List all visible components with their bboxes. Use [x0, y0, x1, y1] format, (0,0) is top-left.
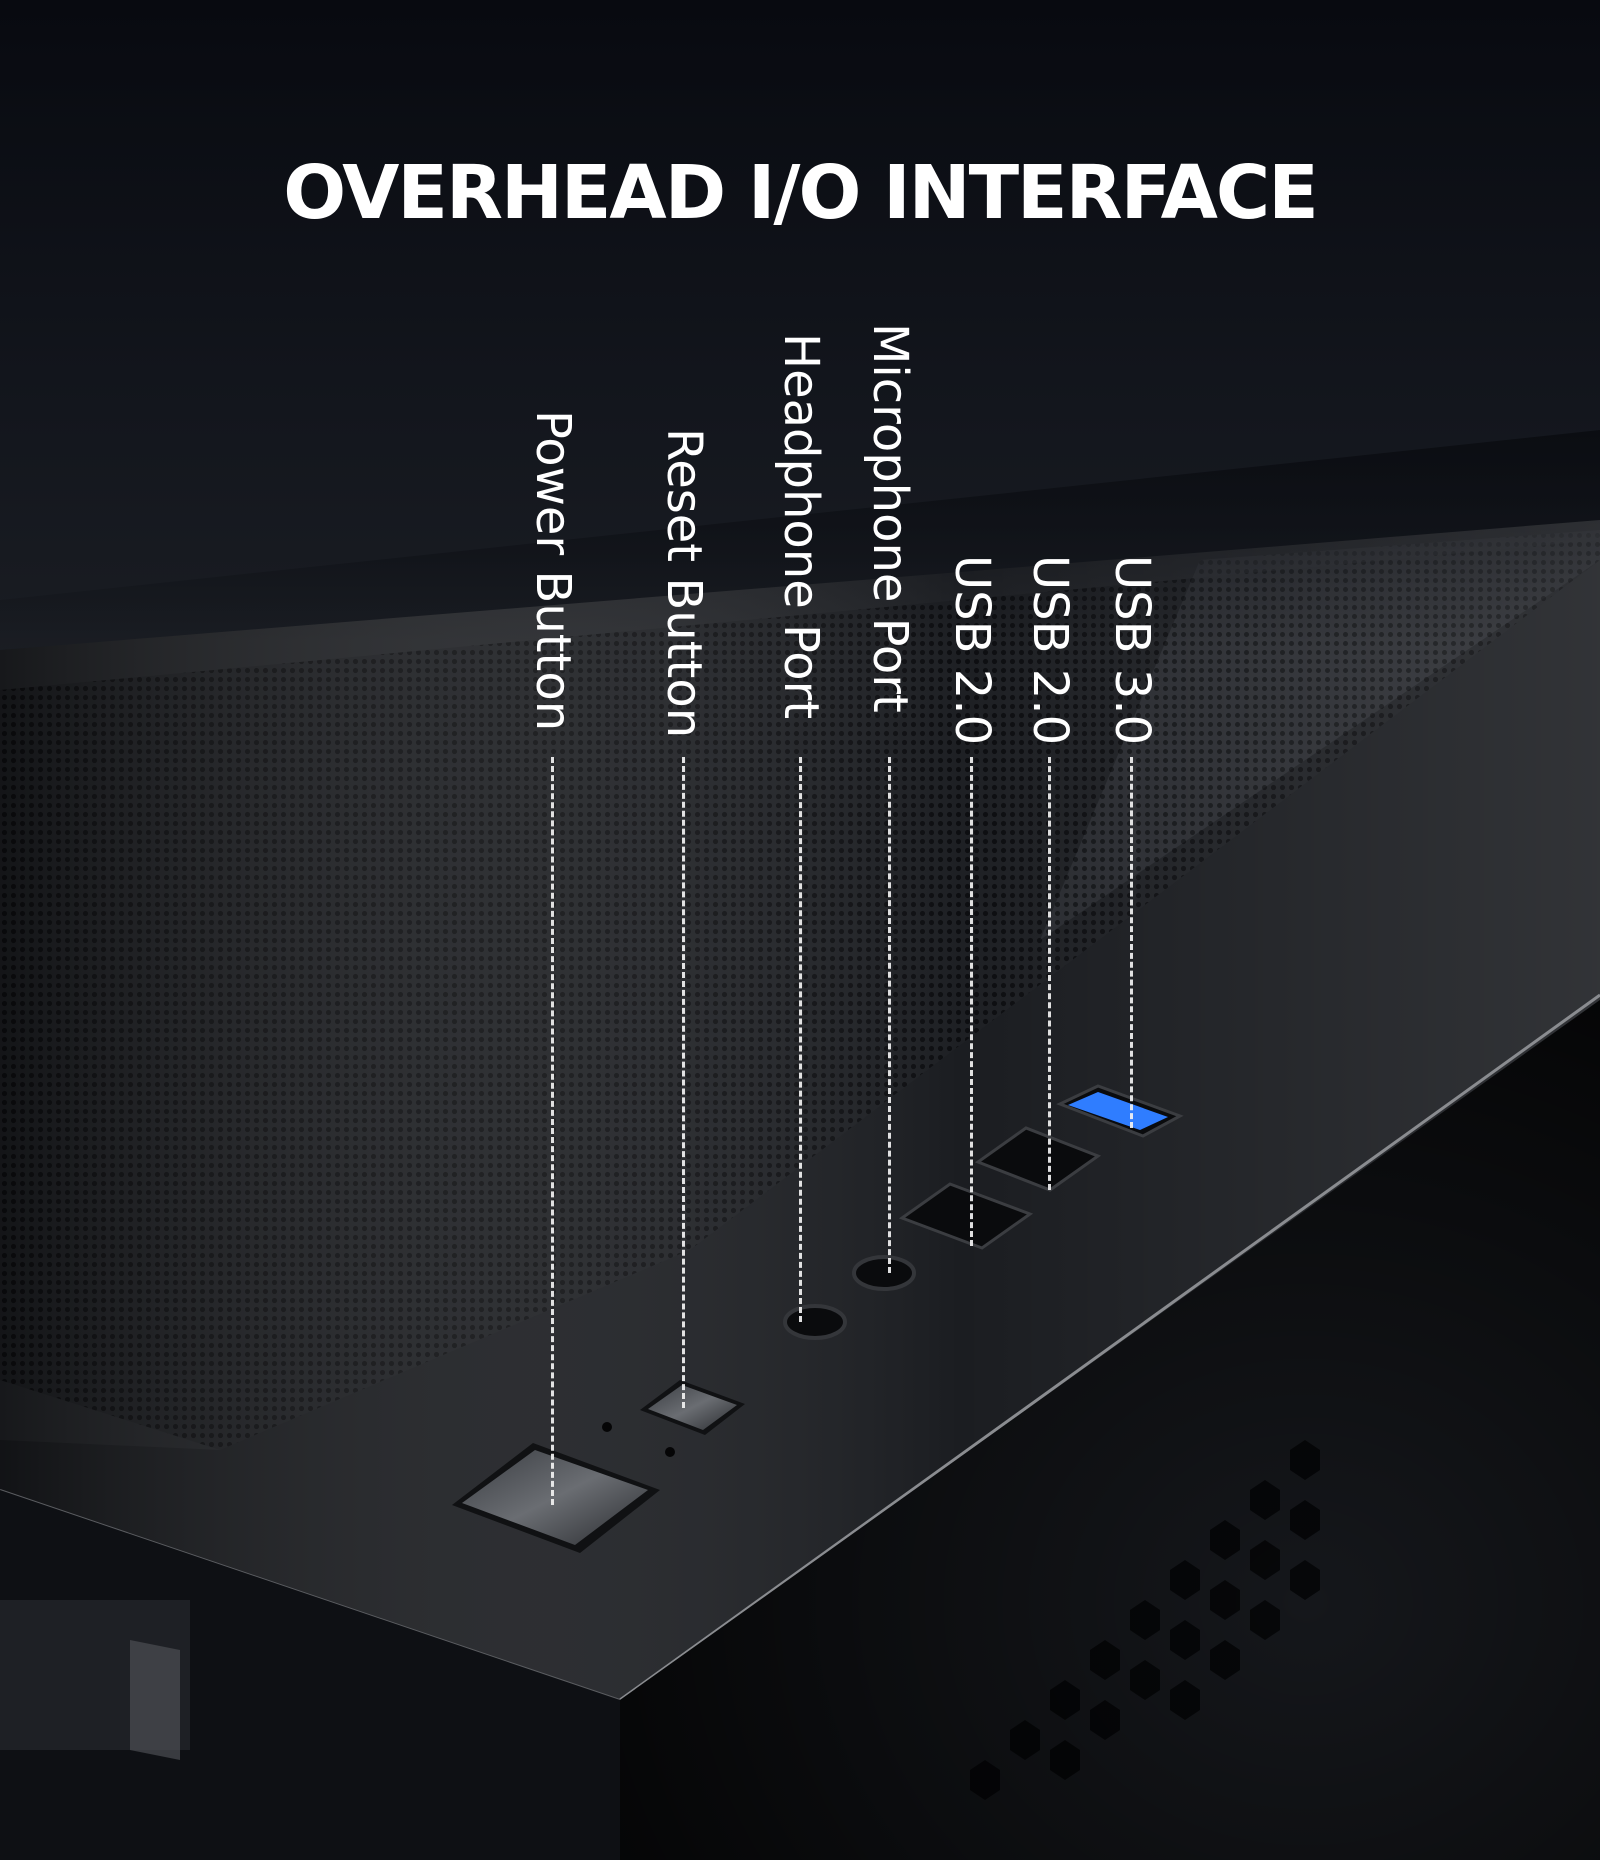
leader-line [799, 757, 802, 1322]
callout-label: Headphone Port [773, 333, 829, 720]
page-title: OVERHEAD I/O INTERFACE [283, 150, 1319, 236]
usb2-port-b [974, 1126, 1102, 1192]
leader-line [1130, 757, 1133, 1128]
leader-line [970, 757, 973, 1246]
leader-line [888, 757, 891, 1273]
callout-label: USB 2.0 [944, 555, 1000, 746]
leader-line [551, 757, 554, 1505]
usb2-port-a [898, 1182, 1034, 1250]
callout-label: USB 2.0 [1022, 555, 1078, 746]
case-front-panel [0, 1490, 620, 1860]
callout-label: Reset Button [656, 428, 712, 739]
leader-line [682, 757, 685, 1408]
leader-line [1048, 757, 1051, 1190]
power-button-hardware [452, 1443, 660, 1553]
callout-label: USB 3.0 [1104, 555, 1160, 746]
reset-button-hardware [640, 1380, 745, 1435]
headphone-jack [783, 1304, 847, 1340]
callout-label: Power Button [525, 410, 581, 732]
usb3-port [1056, 1084, 1184, 1138]
microphone-jack [852, 1255, 916, 1291]
callout-label: Microphone Port [862, 323, 918, 713]
